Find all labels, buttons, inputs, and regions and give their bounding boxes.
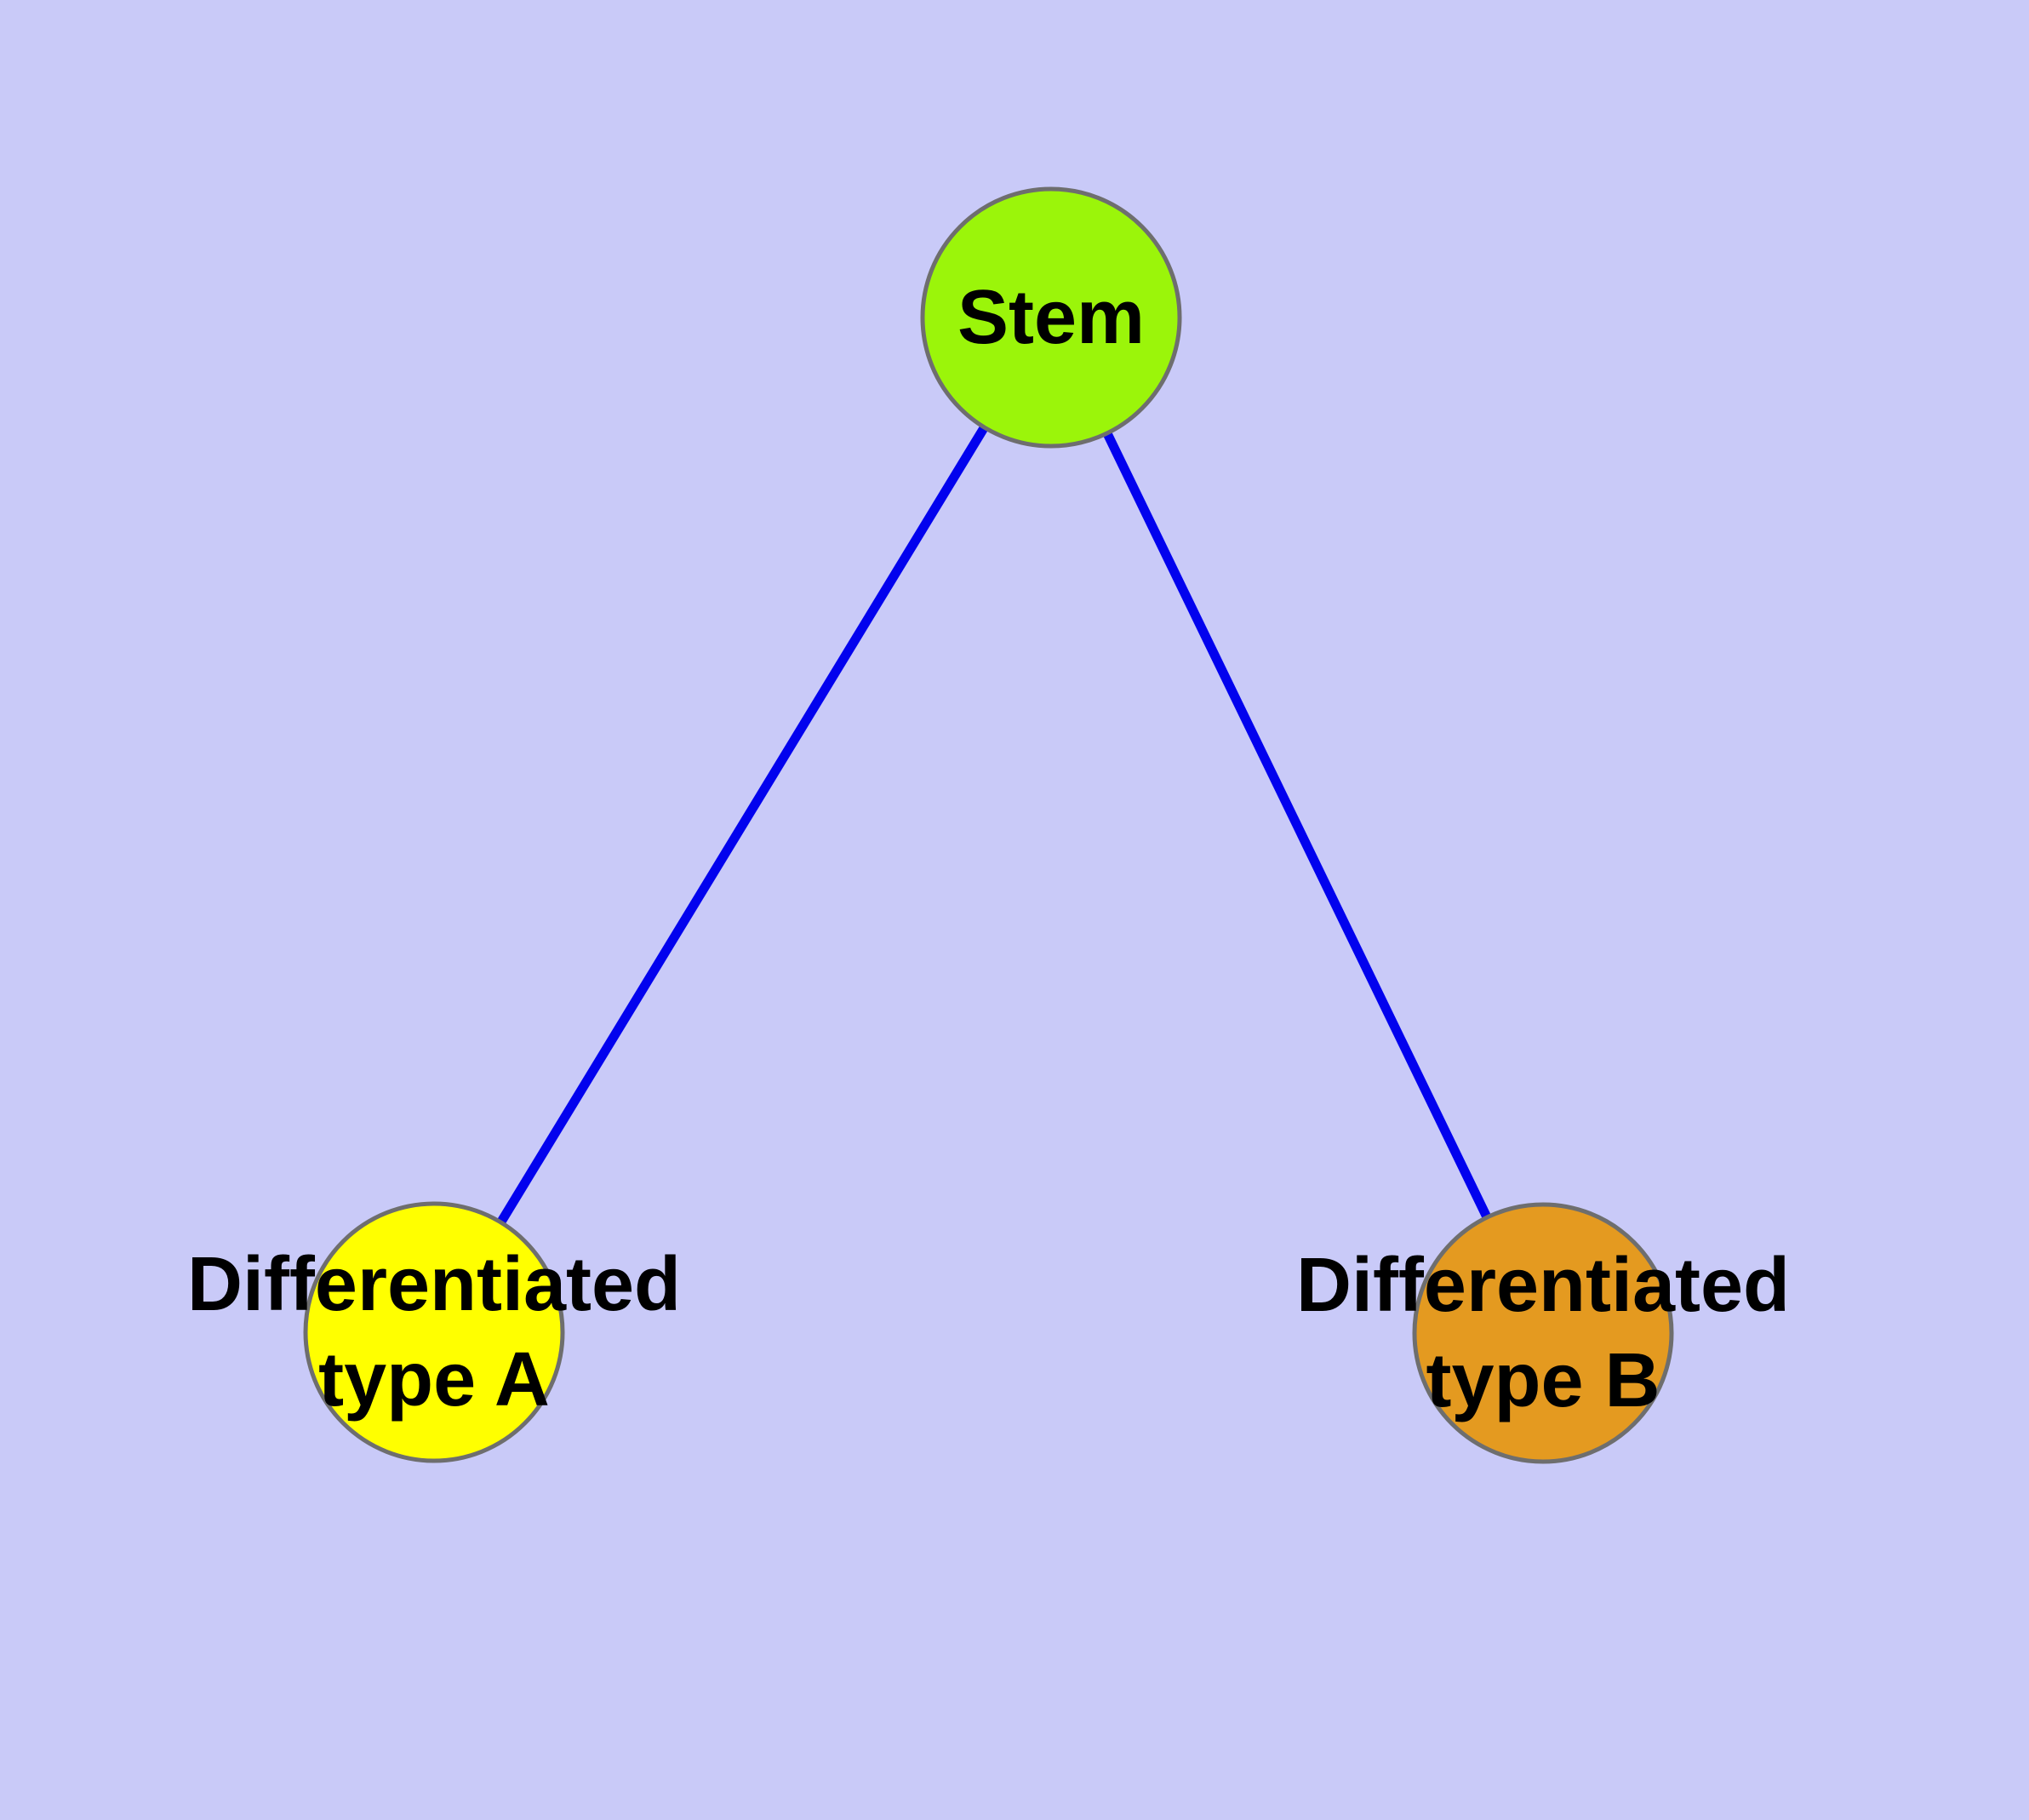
node-differentiated-type-a-label-line1: Differentiated: [187, 1242, 681, 1327]
node-differentiated-type-a-circle[interactable]: [303, 1201, 565, 1463]
node-differentiated-type-b[interactable]: Differentiated type B: [1296, 1202, 1790, 1464]
node-differentiated-type-a-label-line2: type A: [318, 1337, 550, 1422]
edges: [430, 315, 1547, 1336]
node-stem-circle[interactable]: [920, 186, 1182, 449]
node-differentiated-type-b-label-line1: Differentiated: [1296, 1243, 1790, 1328]
node-differentiated-type-b-label-line2: type B: [1426, 1338, 1660, 1423]
node-differentiated-type-b-circle[interactable]: [1412, 1202, 1674, 1464]
edge-stem-to-type-b: [1047, 315, 1547, 1336]
node-stem-label: Stem: [957, 275, 1145, 360]
node-differentiated-type-a[interactable]: Differentiated type A: [187, 1201, 681, 1463]
edge-stem-to-type-a: [430, 315, 1055, 1335]
node-stem[interactable]: Stem: [920, 186, 1182, 449]
